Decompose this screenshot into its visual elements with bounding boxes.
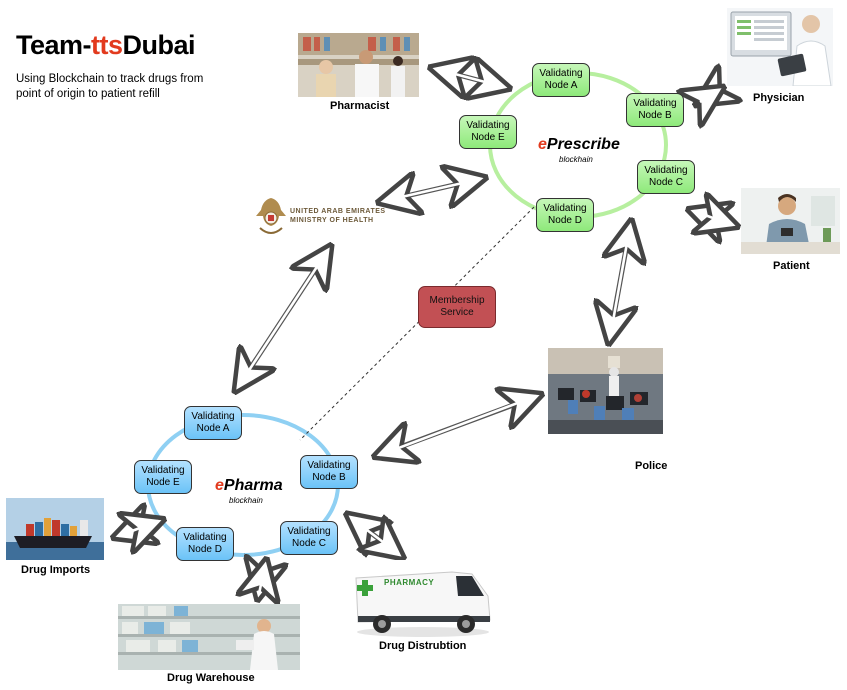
police-label: Police — [635, 460, 668, 472]
pharmacist-image — [298, 33, 419, 97]
drug-distribution-label: Drug Distrubtion — [379, 640, 467, 652]
epharma-subtitle: blockhain — [229, 496, 263, 505]
drug-imports-label: Drug Imports — [21, 564, 91, 576]
epharma-title: ePharma — [215, 477, 283, 494]
drug-imports-image — [6, 498, 104, 560]
epharma-node-d[interactable]: Validating Node D — [176, 527, 234, 561]
eprescribe-title: ePrescribe — [538, 136, 620, 153]
ministry-line1: UNITED ARAB EMIRATES — [290, 208, 386, 215]
subtitle: Using Blockchain to track drugs from poi… — [16, 73, 204, 100]
brand-logo: Team-ttsDubai — [16, 30, 196, 60]
physician-label: Physician — [753, 92, 805, 104]
pharmacist-label: Pharmacist — [330, 100, 390, 112]
patient-label: Patient — [773, 260, 810, 272]
epharma-node-e[interactable]: Validating Node E — [134, 460, 192, 494]
drug-distribution-image: PHARMACY — [348, 560, 498, 638]
van-sign: PHARMACY — [384, 578, 435, 587]
ministry-line2: MINISTRY OF HEALTH — [290, 217, 374, 224]
epharma-node-b[interactable]: Validating Node B — [300, 455, 358, 489]
eprescribe-subtitle: blockhain — [559, 155, 593, 164]
eprescribe-node-e[interactable]: Validating Node E — [459, 115, 517, 149]
epharma-node-a[interactable]: Validating Node A — [184, 406, 242, 440]
epharma-node-c[interactable]: Validating Node C — [280, 521, 338, 555]
patient-image — [741, 188, 840, 254]
drug-warehouse-label: Drug Warehouse — [167, 672, 255, 684]
eprescribe-node-d[interactable]: Validating Node D — [536, 198, 594, 232]
police-image — [548, 348, 663, 434]
membership-dashed-link — [299, 206, 535, 441]
ministry-text: UNITED ARAB EMIRATES MINISTRY OF HEALTH — [290, 207, 386, 225]
eprescribe-node-a[interactable]: Validating Node A — [532, 63, 590, 97]
physician-image — [727, 8, 833, 86]
membership-service-box[interactable]: Membership Service — [418, 286, 496, 328]
ministry-emblem-icon — [254, 194, 288, 238]
eprescribe-node-b[interactable]: Validating Node B — [626, 93, 684, 127]
eprescribe-node-c[interactable]: Validating Node C — [637, 160, 695, 194]
drug-warehouse-image — [118, 604, 300, 670]
